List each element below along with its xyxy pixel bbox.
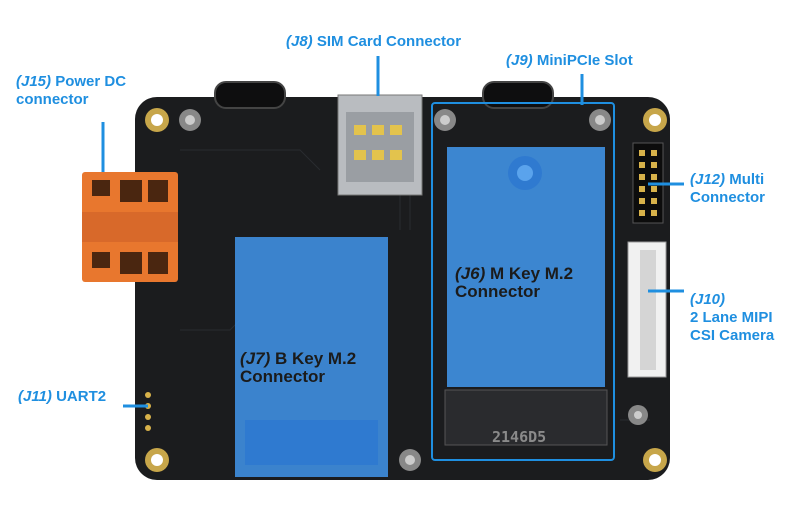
- tag-m-key-m2: (J6) M Key M.2 Connector: [455, 265, 573, 301]
- b-key-m2-module: [235, 237, 388, 477]
- tag-b-key-m2: (J7) B Key M.2 Connector: [240, 350, 356, 386]
- label-j15-line2: connector: [16, 91, 89, 108]
- label-j11-text: UART2: [56, 388, 107, 405]
- label-j12-line1: Multi: [729, 171, 765, 188]
- label-j9-text: MiniPCIe Slot: [536, 52, 633, 69]
- mounting-holes: [145, 108, 667, 472]
- top-connector-left: [214, 81, 286, 109]
- mipi-csi-fpc-connector: [627, 241, 667, 378]
- label-j11-id: (J11): [18, 388, 52, 405]
- label-multi-connector: (J12) Multi Connector: [690, 171, 765, 207]
- label-uart2: (J11) UART2: [18, 388, 106, 406]
- label-sim-card-connector: (J8) SIM Card Connector: [286, 33, 461, 51]
- label-j10-line2: CSI Camera: [690, 327, 775, 344]
- label-j12-line2: Connector: [690, 189, 765, 206]
- label-j15-line1: Power DC: [55, 73, 127, 90]
- label-j8-id: (J8): [286, 33, 313, 50]
- m-key-socket: [444, 389, 608, 446]
- label-j10-id: (J10): [690, 291, 726, 308]
- tag-j7-line1: B Key M.2: [274, 349, 357, 368]
- label-j8-text: SIM Card Connector: [316, 33, 462, 50]
- tag-j6-line2: Connector: [455, 282, 540, 301]
- tag-j7-line2: Connector: [240, 367, 325, 386]
- tag-j6-line1: M Key M.2: [489, 264, 574, 283]
- label-j10-line1: 2 Lane MIPI: [690, 309, 773, 326]
- tag-j7-id: (J7): [240, 349, 271, 368]
- minipcie-slot-outline: [431, 102, 615, 461]
- m-key-m2-module: [447, 147, 605, 387]
- sim-card-holder: [337, 94, 423, 196]
- label-mipi-csi-camera: (J10) 2 Lane MIPI CSI Camera: [690, 291, 774, 345]
- socket-silkscreen-code: 2146D5: [492, 428, 547, 446]
- label-j15-id: (J15): [16, 73, 52, 90]
- power-terminal-block: [82, 172, 178, 282]
- label-power-dc-connector: (J15) Power DC connector: [16, 73, 126, 109]
- label-j12-id: (J12): [690, 171, 726, 188]
- top-connector-right: [482, 81, 554, 109]
- label-minipcie-slot: (J9) MiniPCIe Slot: [506, 52, 633, 70]
- label-j9-id: (J9): [506, 52, 533, 69]
- leader-lines: [101, 56, 684, 408]
- tag-j6-id: (J6): [455, 264, 486, 283]
